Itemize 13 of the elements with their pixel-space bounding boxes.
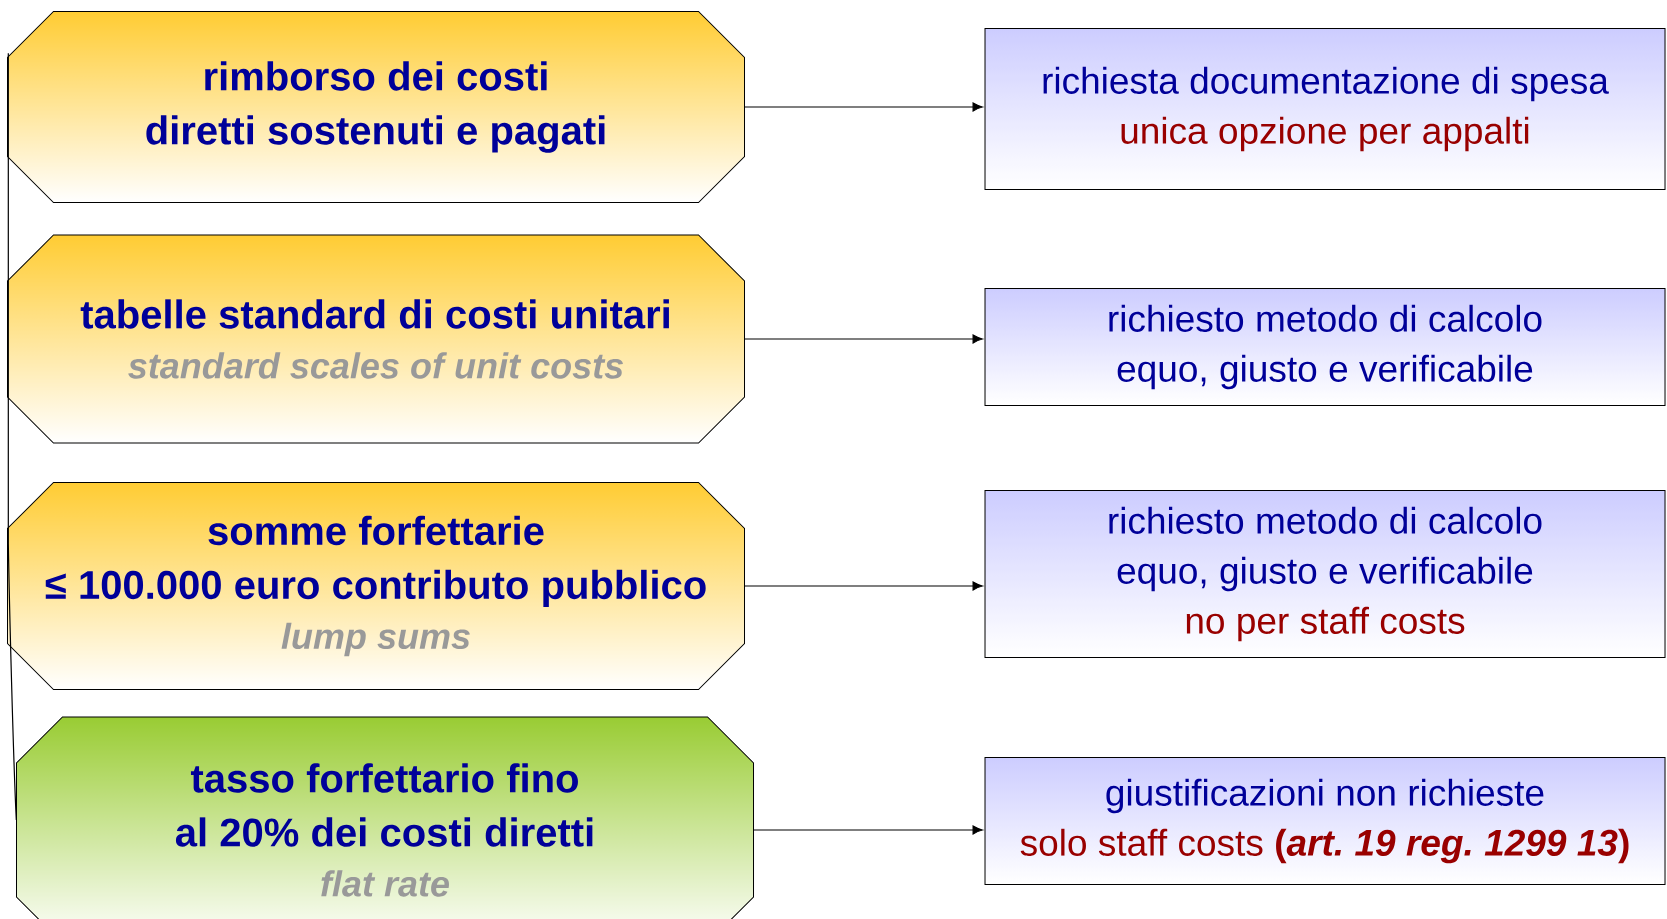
text-box: richiesta documentazione di spesa unica opzione per appalti — [984, 28, 1666, 190]
arrow — [744, 102, 983, 112]
text-box: giustificazioni non richieste solo staff costs (art. 19 reg. 1299 13) — [984, 757, 1666, 885]
octagon-box: tasso forfettario fino al 20% dei costi diretti flat rate — [16, 716, 754, 919]
octagon-box: somme forfettarie ≤ 100.000 euro contributo pubblico lump sums — [7, 482, 745, 690]
arrow — [744, 334, 983, 344]
arrow — [753, 825, 983, 835]
arrow — [744, 581, 983, 591]
text-box: richiesto metodo di calcolo equo, giusto e verificabile — [984, 288, 1666, 406]
octagon-box: tabelle standard di costi unitari standard scales of unit costs — [7, 234, 745, 444]
connector-line — [7, 52, 17, 821]
text-box: richiesto metodo di calcolo equo, giusto e verificabile no per staff costs — [984, 490, 1666, 658]
octagon-box: rimborso dei costi diretti sostenuti e pagati — [7, 11, 745, 203]
